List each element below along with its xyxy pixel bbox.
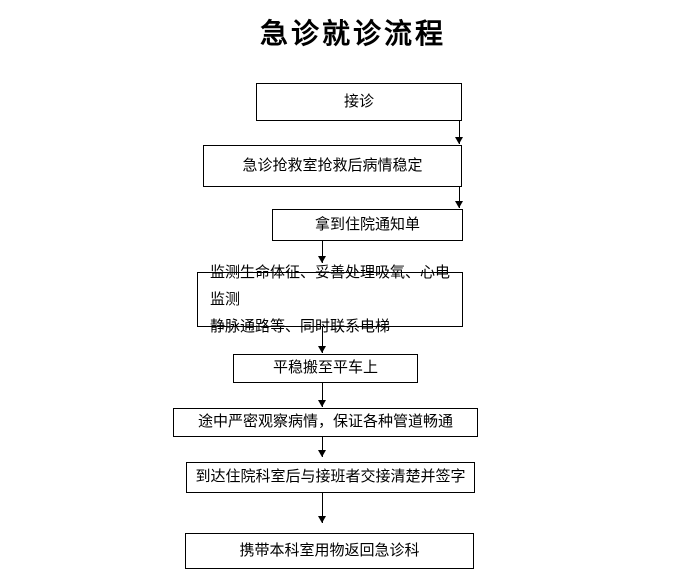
flow-step-observe-en-route: 途中严密观察病情，保证各种管道畅通: [173, 408, 478, 437]
flow-step-handover-and-sign: 到达住院科室后与接班者交接清楚并签字: [186, 462, 475, 493]
arrow-down-icon: [318, 437, 327, 457]
arrow-down-icon: [318, 383, 327, 407]
flow-step-label: 途中严密观察病情，保证各种管道畅通: [197, 413, 453, 431]
flow-step-return-to-er: 携带本科室用物返回急诊科: [185, 533, 474, 569]
flow-step-label: 接诊: [343, 92, 374, 110]
flow-step-monitor-vitals: 监测生命体征、妥善处理吸氧、心电监测 静脉通路等、同时联系电梯: [197, 264, 463, 335]
flow-step-admission-notice: 拿到住院通知单: [272, 209, 463, 241]
page-title: 急诊就诊流程: [260, 18, 447, 49]
flow-step-move-to-cart: 平稳搬至平车上: [233, 354, 418, 383]
arrow-down-icon: [455, 121, 464, 144]
flow-step-stabilized-after-rescue: 急诊抢救室抢救后病情稳定: [203, 145, 462, 187]
arrow-down-icon: [318, 493, 327, 523]
flow-step-label: 监测生命体征、妥善处理吸氧、心电监测 静脉通路等、同时联系电梯: [210, 264, 451, 335]
arrow-down-icon: [318, 327, 327, 353]
arrow-down-icon: [318, 241, 327, 263]
flow-step-label: 携带本科室用物返回急诊科: [239, 541, 420, 559]
flow-step-reception: 接诊: [256, 83, 462, 121]
flow-step-label: 拿到住院通知单: [314, 215, 420, 233]
flow-step-label: 平稳搬至平车上: [272, 359, 378, 377]
flow-step-label: 到达住院科室后与接班者交接清楚并签字: [195, 468, 466, 486]
arrow-down-icon: [455, 187, 464, 208]
flow-step-label: 急诊抢救室抢救后病情稳定: [242, 156, 423, 174]
